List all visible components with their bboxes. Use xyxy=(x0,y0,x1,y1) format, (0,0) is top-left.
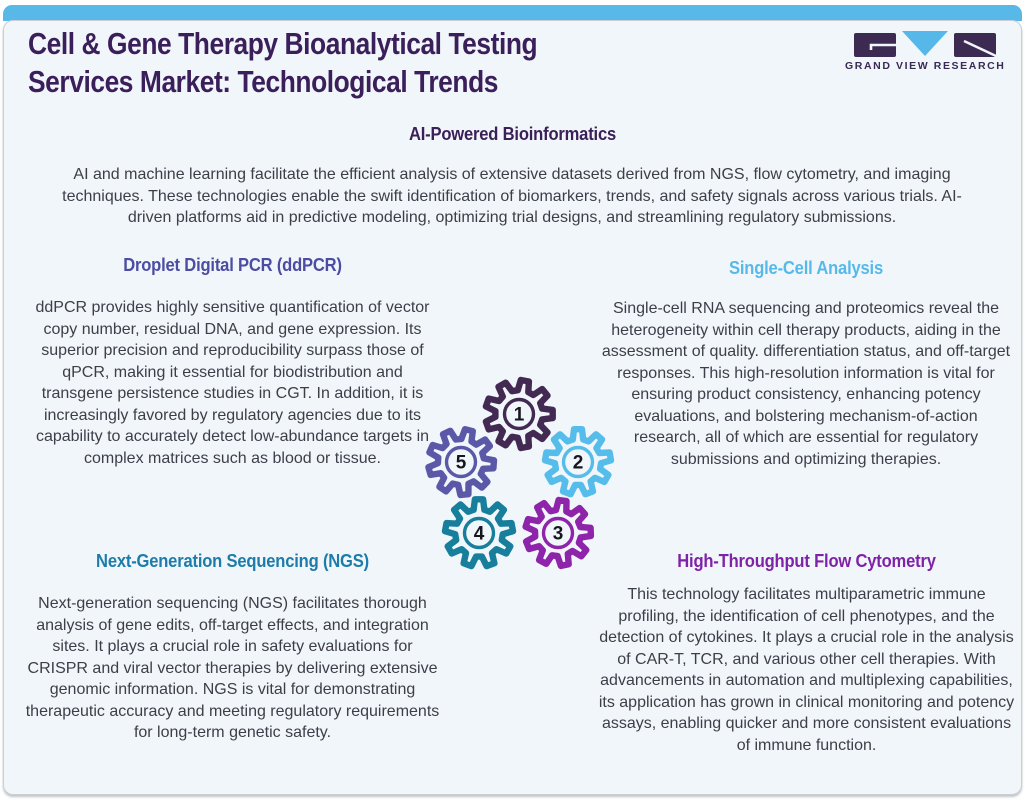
section-title-flow-cytometry: High-Throughput Flow Cytometry xyxy=(677,551,936,571)
section-title-single-cell: Single-Cell Analysis xyxy=(728,258,883,278)
section-title-ai-bioinformatics: AI-Powered Bioinformatics xyxy=(408,124,617,144)
section-title-ddpcr: Droplet Digital PCR (ddPCR) xyxy=(123,255,342,275)
section-body-single-cell: Single-cell RNA sequencing and proteomic… xyxy=(601,300,1011,468)
numbered-gears-diagram: 1 2 3 4 5 xyxy=(425,376,615,570)
infographic-card xyxy=(3,20,1022,795)
section-body-ai-bioinformatics: AI and machine learning facilitate the e… xyxy=(62,166,962,226)
grand-view-research-wordmark: GRAND VIEW RESEARCH xyxy=(845,60,1006,72)
gear-step-3: 3 xyxy=(522,496,595,570)
gear-step-4: 4 xyxy=(441,496,517,570)
gear-number-label: 2 xyxy=(573,453,584,474)
page-title-line1: Cell & Gene Therapy Bioanalytical Testin… xyxy=(28,26,538,61)
grand-view-research-logo-icon xyxy=(854,31,997,58)
section-title-ngs: Next-Generation Sequencing (NGS) xyxy=(96,551,369,571)
section-body-ngs: Next-generation sequencing (NGS) facilit… xyxy=(25,595,440,741)
section-body-ddpcr: ddPCR provides highly sensitive quantifi… xyxy=(35,299,430,467)
gear-number-label: 3 xyxy=(553,524,564,545)
page-title: Cell & Gene Therapy Bioanalytical Testin… xyxy=(28,25,538,101)
gear-step-5: 5 xyxy=(425,426,498,499)
top-accent-bar xyxy=(3,5,1022,21)
gear-number-label: 4 xyxy=(474,524,485,545)
page-title-line2: Services Market: Technological Trends xyxy=(28,64,498,99)
gear-step-2: 2 xyxy=(541,426,615,498)
gear-number-label: 5 xyxy=(456,453,467,474)
gear-step-1: 1 xyxy=(482,376,556,452)
gear-number-label: 1 xyxy=(514,405,525,426)
section-body-flow-cytometry: This technology facilitates multiparamet… xyxy=(598,586,1015,754)
